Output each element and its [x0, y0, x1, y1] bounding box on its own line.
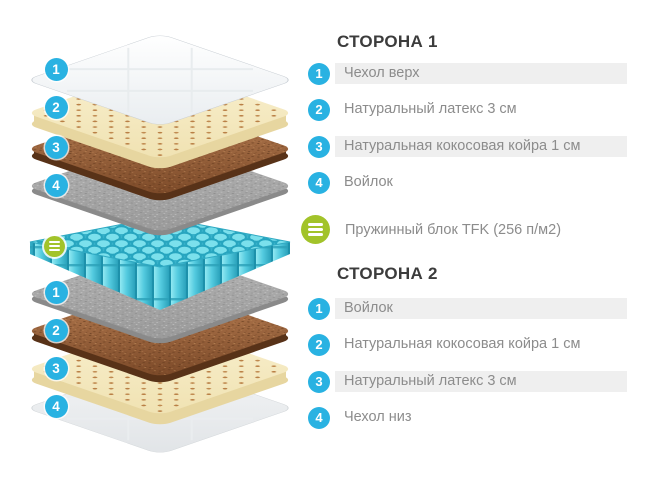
layer-label: Войлок — [344, 174, 393, 190]
layer-label: Натуральная кокосовая койра 1 см — [344, 138, 581, 154]
springs-icon-bar — [308, 227, 323, 232]
diagram-badge-bottom-4: 4 — [44, 394, 68, 418]
side2-row-4: 4 Чехол низ — [308, 406, 627, 429]
diagram-badge-top-3: 3 — [44, 135, 68, 159]
side1-title: СТОРОНА 1 — [337, 32, 438, 51]
side2-title: СТОРОНА 2 — [337, 264, 438, 283]
springs-icon-bar — [48, 244, 60, 248]
diagram-badge-top-2: 2 — [44, 95, 68, 119]
diagram-badge-bottom-3: 3 — [44, 356, 68, 380]
side1-row-1: 1 Чехол верх — [308, 62, 627, 85]
springs-icon-bar — [48, 240, 60, 244]
side1-row-3: 3 Натуральная кокосовая койра 1 см — [308, 135, 627, 158]
springs-icon-bar — [308, 233, 323, 237]
mattress-exploded-diagram — [25, 33, 295, 455]
diagram-badge-top-1: 1 — [44, 57, 68, 81]
layer-label: Чехол низ — [344, 409, 412, 425]
layer-label: Натуральный латекс 3 см — [344, 373, 517, 389]
side2-row-3: 3 Натуральный латекс 3 см — [308, 370, 627, 393]
side2-row-1: 1 Войлок — [308, 297, 627, 320]
layer-label: Натуральный латекс 3 см — [344, 101, 517, 117]
spring-block-label: Пружинный блок TFK (256 п/м2) — [345, 221, 562, 238]
diagram-badge-bottom-1: 1 — [44, 280, 68, 304]
layer-label: Войлок — [344, 300, 393, 316]
item-number-badge: 4 — [308, 171, 330, 194]
layer-label: Натуральная кокосовая койра 1 см — [344, 336, 581, 352]
layer-spring-block — [29, 216, 291, 310]
item-number-badge: 3 — [308, 370, 330, 393]
item-number-badge: 1 — [308, 297, 330, 320]
diagram-badge-bottom-2: 2 — [44, 318, 68, 342]
item-number-badge: 3 — [308, 135, 330, 158]
side2-row-2: 2 Натуральная кокосовая койра 1 см — [308, 333, 627, 356]
spring-block-row: Пружинный блок TFK (256 п/м2) — [301, 215, 561, 244]
side1-row-2: 2 Натуральный латекс 3 см — [308, 98, 627, 121]
layer-label: Чехол верх — [344, 65, 420, 81]
layer-cover-top — [25, 33, 295, 127]
springs-icon-bar — [308, 222, 323, 226]
item-number-badge: 2 — [308, 333, 330, 356]
diagram-springs-icon — [43, 235, 65, 257]
item-number-badge: 2 — [308, 98, 330, 121]
item-number-badge: 4 — [308, 406, 330, 429]
springs-icon — [301, 215, 330, 244]
item-number-badge: 1 — [308, 62, 330, 85]
springs-icon-bar — [48, 248, 60, 252]
diagram-badge-top-4: 4 — [44, 173, 68, 197]
side1-row-4: 4 Войлок — [308, 171, 627, 194]
